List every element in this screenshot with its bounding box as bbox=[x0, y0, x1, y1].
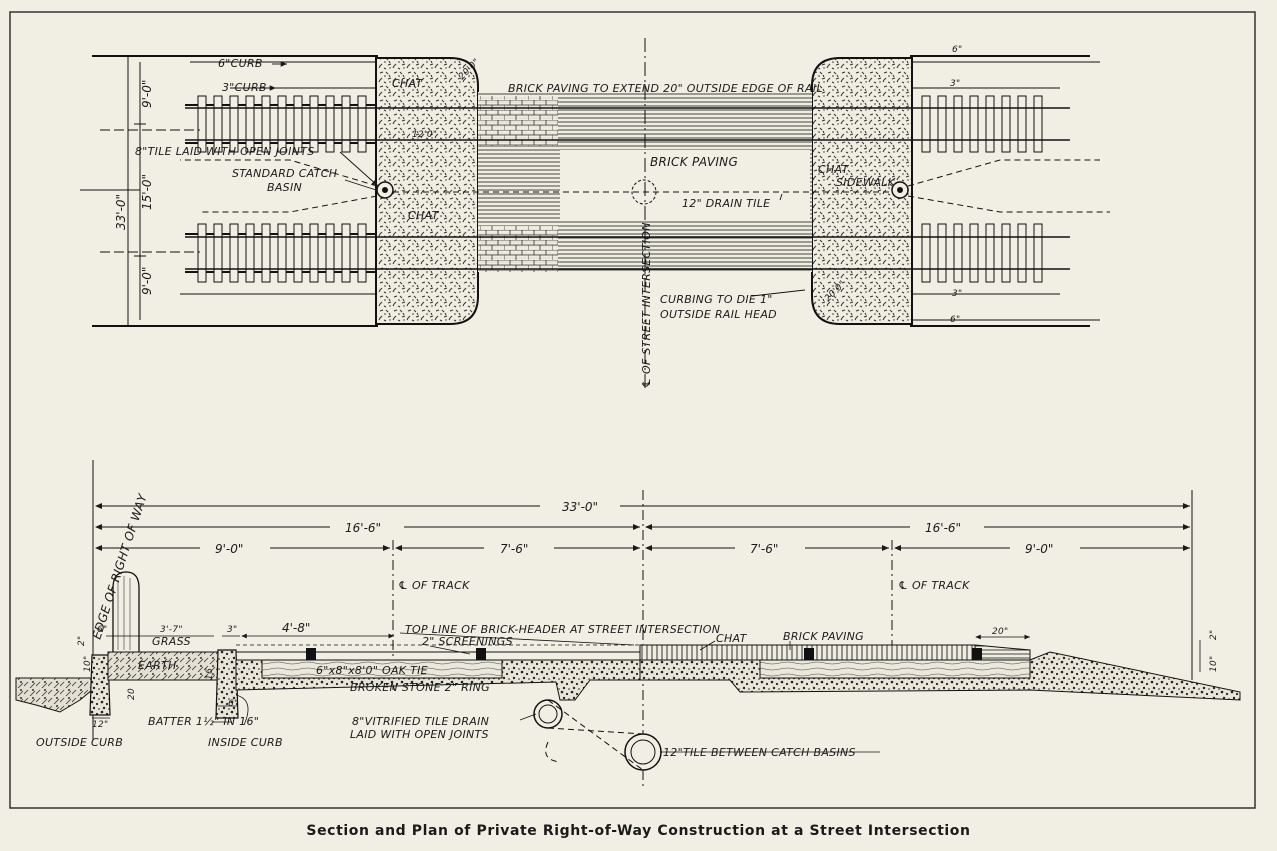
catch-basin-label-1: STANDARD CATCH bbox=[232, 167, 337, 180]
outside-curb bbox=[89, 654, 111, 716]
earth-label: EARTH bbox=[138, 659, 177, 672]
curbing-label-1: CURBING TO DIE 1" bbox=[660, 293, 773, 306]
cl-track-right: ℄ OF TRACK bbox=[898, 579, 970, 592]
inside-curb bbox=[215, 649, 239, 719]
dim-6-bottom: 6" bbox=[228, 699, 238, 709]
dim-3-bot-right: 3" bbox=[952, 289, 962, 299]
dim-33-plan: 33'-0" bbox=[114, 194, 128, 230]
tile-between-label: 12"TILE BETWEEN CATCH BASINS bbox=[663, 746, 856, 759]
plan-view: 6"CURB 3"CURB CHAT 12'0" 8"TILE LAID WIT… bbox=[80, 38, 1110, 390]
dim-6-bot-right: 6" bbox=[950, 315, 960, 325]
section-view: EDGE OF RIGHT OF WAY 33'-0" 16'-6" 16'-6… bbox=[15, 460, 1241, 790]
chat-right-label: CHAT bbox=[818, 163, 850, 176]
dim-16-6-right: 16'-6" bbox=[925, 521, 961, 535]
grass-label: GRASS bbox=[152, 635, 191, 648]
brick-paving-label: BRICK PAVING bbox=[650, 155, 738, 169]
dim-3-top-right: 3" bbox=[950, 79, 960, 89]
broken-stone-label: BROKEN STONE 2" RING bbox=[350, 681, 490, 694]
dim-3: 3" bbox=[227, 625, 237, 635]
dim-10-right: 10" bbox=[1209, 656, 1219, 673]
sidewalk-right-label: SIDEWALK bbox=[836, 176, 896, 189]
inside-curb-label: INSIDE CURB bbox=[208, 736, 283, 749]
vitrified-drain bbox=[533, 699, 563, 729]
drain-tile-label: 12" DRAIN TILE bbox=[682, 197, 770, 210]
chat-top-left-label: CHAT bbox=[392, 77, 424, 90]
oak-tie-left bbox=[261, 659, 503, 679]
dim-3-7: 3'-7" bbox=[160, 625, 183, 635]
dim-4-8: 4'-8" bbox=[282, 621, 310, 635]
batter-label: BATTER 1½" IN 16" bbox=[148, 715, 259, 728]
oak-tie-label: 6"x8"x8'0" OAK TIE bbox=[316, 664, 428, 677]
dim-9-0-left: 9'-0" bbox=[215, 542, 243, 556]
street-intersection-label: ℄ OF STREET INTERSECTION bbox=[640, 222, 653, 388]
vitrified-label-1: 8"VITRIFIED TILE DRAIN bbox=[352, 715, 489, 728]
dim-10-left: 10" bbox=[83, 656, 93, 673]
curb-3-label: 3"CURB bbox=[222, 81, 267, 94]
catch-basin-label-2: BASIN bbox=[267, 181, 302, 194]
dim-9-bot: 9'-0" bbox=[140, 267, 154, 295]
tile-open-joints-label: 8"TILE LAID WITH OPEN JOINTS bbox=[135, 145, 315, 158]
dim-16-6-left: 16'-6" bbox=[345, 521, 381, 535]
chat-area-left bbox=[375, 57, 479, 325]
dim-20-vertical: 20 bbox=[127, 688, 137, 700]
tile-drain-12 bbox=[624, 733, 662, 771]
dim-16-vertical: 16 bbox=[205, 668, 215, 680]
curbing-label-2: OUTSIDE RAIL HEAD bbox=[660, 308, 777, 321]
cl-track-left: ℄ OF TRACK bbox=[398, 579, 470, 592]
fence-post bbox=[112, 571, 140, 656]
figure-caption: Section and Plan of Private Right-of-Way… bbox=[306, 823, 971, 839]
screenings-label: 2" SCREENINGS bbox=[422, 635, 513, 648]
dim-12-0-label: 12'0" bbox=[412, 130, 437, 140]
chat-area-right bbox=[811, 57, 913, 325]
dim-6-top: 6" bbox=[97, 625, 107, 635]
dim-2-right: 2" bbox=[1209, 630, 1219, 640]
brick-extend-label: BRICK PAVING TO EXTEND 20" OUTSIDE EDGE … bbox=[508, 82, 823, 95]
dim-12: 12" bbox=[92, 720, 109, 730]
outside-curb-label: OUTSIDE CURB bbox=[36, 736, 123, 749]
drawing-frame bbox=[9, 11, 1256, 809]
dim-9-top: 9'-0" bbox=[140, 80, 154, 108]
dim-33-0: 33'-0" bbox=[562, 500, 598, 514]
dim-20: 20" bbox=[992, 627, 1009, 637]
dim-6-top-right: 6" bbox=[952, 45, 962, 55]
dim-2-left: 2" bbox=[77, 636, 87, 646]
dim-15: 15'-0" bbox=[140, 174, 154, 210]
chat-section-label: CHAT bbox=[716, 632, 748, 645]
right-track-upper bbox=[910, 95, 1070, 153]
brick-paving-section-label: BRICK PAVING bbox=[783, 630, 864, 643]
dim-7-6-left: 7'-6" bbox=[500, 542, 528, 556]
left-track-lower bbox=[185, 223, 378, 283]
dim-9-0-right: 9'-0" bbox=[1025, 542, 1053, 556]
right-track-lower bbox=[910, 223, 1070, 283]
oak-tie-right bbox=[759, 659, 1031, 679]
vitrified-label-2: LAID WITH OPEN JOINTS bbox=[350, 728, 489, 741]
left-track-upper bbox=[185, 95, 378, 153]
top-line-label: TOP LINE OF BRICK-HEADER AT STREET INTER… bbox=[405, 623, 720, 636]
dim-7-6-right: 7'-6" bbox=[750, 542, 778, 556]
curb-6-label: 6"CURB bbox=[218, 57, 263, 70]
chat-mid-left-label: CHAT bbox=[408, 209, 440, 222]
